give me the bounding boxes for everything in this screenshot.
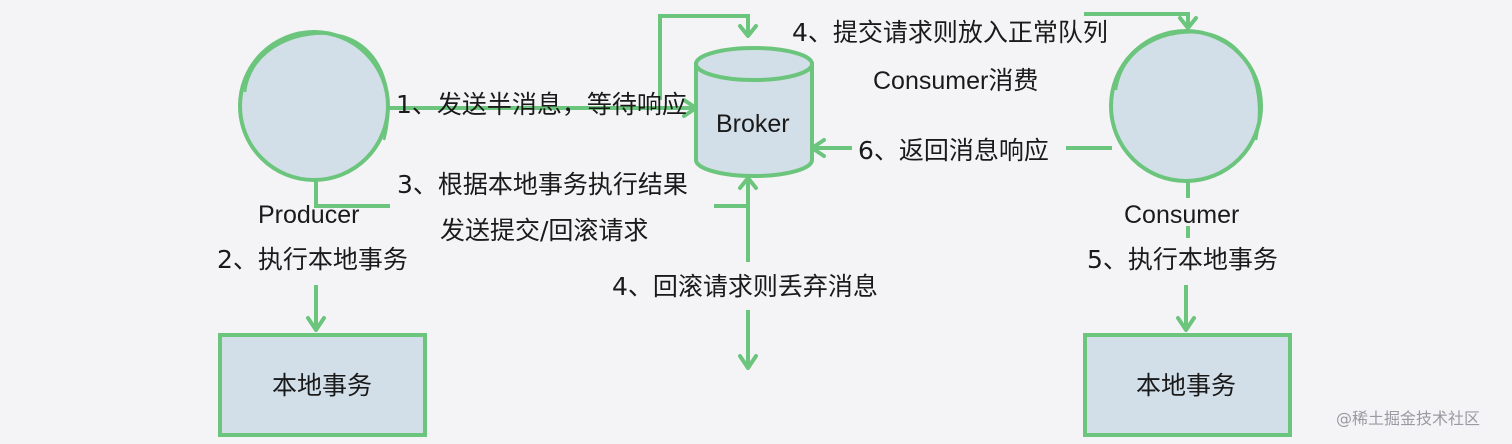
producer-label: Producer <box>258 201 360 229</box>
producer-node <box>238 30 390 182</box>
arrow-commit-to-consumer <box>1084 12 1198 30</box>
consumer-local-task-label: 本地事务 <box>1136 371 1237 400</box>
step-6-label: 6、返回消息响应 <box>858 136 1049 165</box>
broker-node <box>694 46 814 178</box>
step-4-commit-label-line2: Consumer消费 <box>873 67 1039 95</box>
step-3-label-line2: 发送提交/回滚请求 <box>440 216 649 245</box>
consumer-label: Consumer <box>1124 201 1240 229</box>
step-2-label: 2、执行本地事务 <box>217 245 408 274</box>
step-4-commit-label-line1: 4、提交请求则放入正常队列 <box>792 18 1108 47</box>
step-1-label: 1、发送半消息，等待响应 <box>396 90 687 119</box>
step-3-label-line1: 3、根据本地事务执行结果 <box>397 170 688 199</box>
arrow-consumer-local-task <box>1176 182 1196 332</box>
consumer-node <box>1109 29 1263 183</box>
arrow-return-response <box>810 138 1112 158</box>
broker-label: Broker <box>716 110 790 138</box>
arrow-send-half-message <box>388 98 698 118</box>
step-4-rollback-label: 4、回滚请求则丢弃消息 <box>612 272 878 301</box>
arrow-broker-top-loop <box>658 14 758 100</box>
producer-local-task-label: 本地事务 <box>272 371 373 400</box>
consumer-local-task-box <box>1083 333 1292 437</box>
arrow-producer-local-task <box>306 285 326 332</box>
producer-local-task-box <box>218 333 427 437</box>
step-5-label: 5、执行本地事务 <box>1087 245 1278 274</box>
watermark-text: @稀土掘金技术社区 <box>1336 409 1481 428</box>
arrow-rollback-discard <box>738 206 758 370</box>
